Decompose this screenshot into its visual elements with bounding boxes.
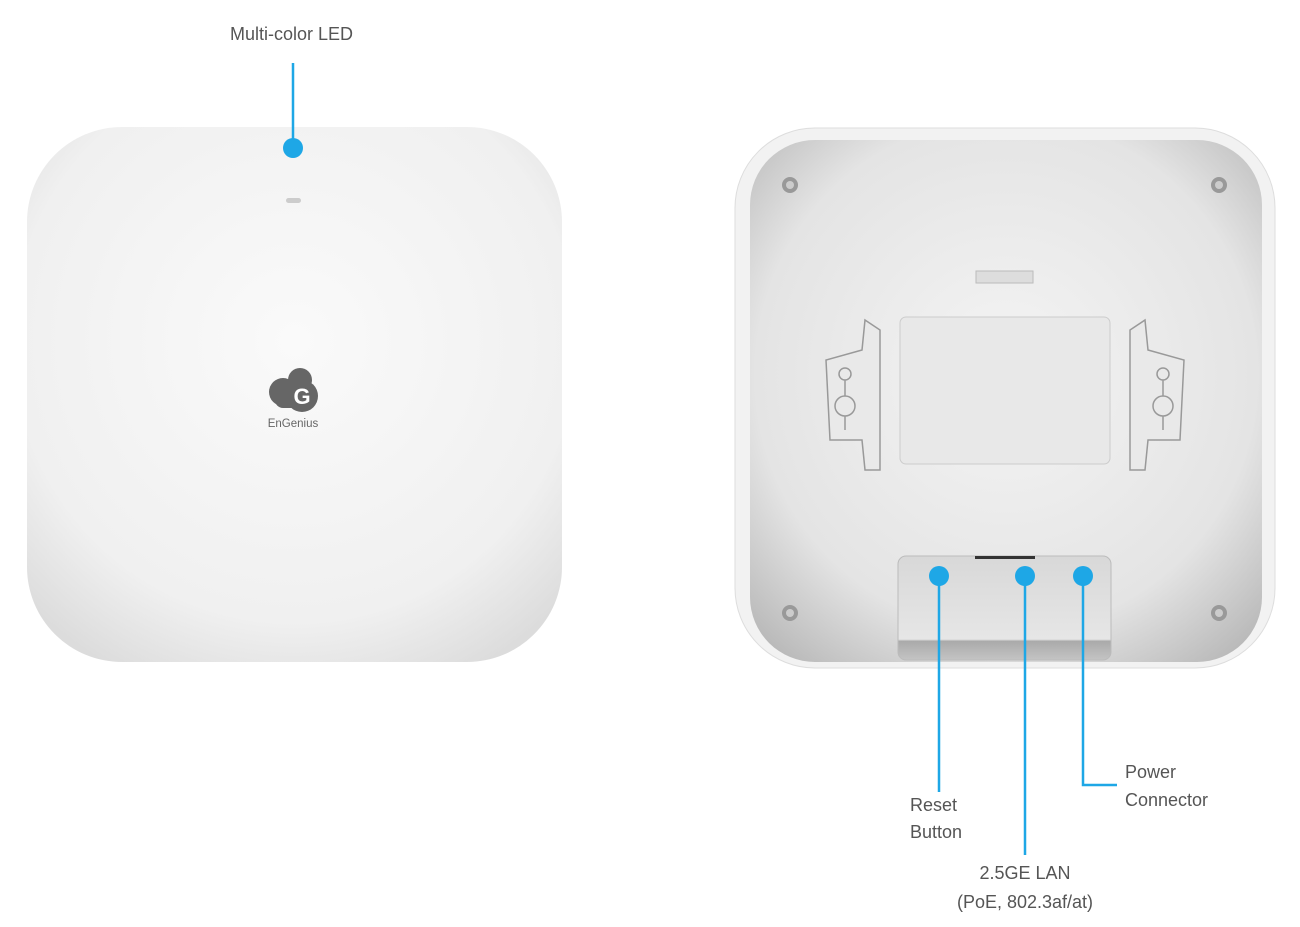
engenius-logo-icon: G EnGenius <box>268 368 319 430</box>
power-label-line1: Power <box>1125 762 1177 782</box>
power-label: Power Connector <box>1125 758 1208 814</box>
power-label-line2: Connector <box>1125 790 1209 810</box>
mount-slot-right <box>1129 318 1185 471</box>
reset-callout-dot <box>929 566 949 586</box>
led-indicator <box>286 198 301 203</box>
power-callout-line <box>1081 576 1117 787</box>
callout-lines <box>291 63 1117 855</box>
reset-label: Reset Button <box>910 792 962 846</box>
led-label: Multi-color LED <box>230 24 354 44</box>
svg-text:EnGenius: EnGenius <box>268 418 319 430</box>
lan-label-line1: 2.5GE LAN <box>979 863 1071 883</box>
lan-label-line2: (PoE, 802.3af/at) <box>956 892 1094 912</box>
lan-callout-dot <box>1015 566 1035 586</box>
mount-slot-left <box>825 318 881 471</box>
power-callout-dot <box>1073 566 1093 586</box>
back-access-point <box>734 127 1276 669</box>
svg-text:G: G <box>293 384 310 409</box>
reset-label-line2: Button <box>910 822 963 842</box>
front-access-point: G EnGenius <box>27 127 562 662</box>
lan-label: 2.5GE LAN (PoE, 802.3af/at) <box>925 859 1125 917</box>
led-callout-dot <box>283 138 303 158</box>
reset-label-line1: Reset <box>910 795 958 815</box>
